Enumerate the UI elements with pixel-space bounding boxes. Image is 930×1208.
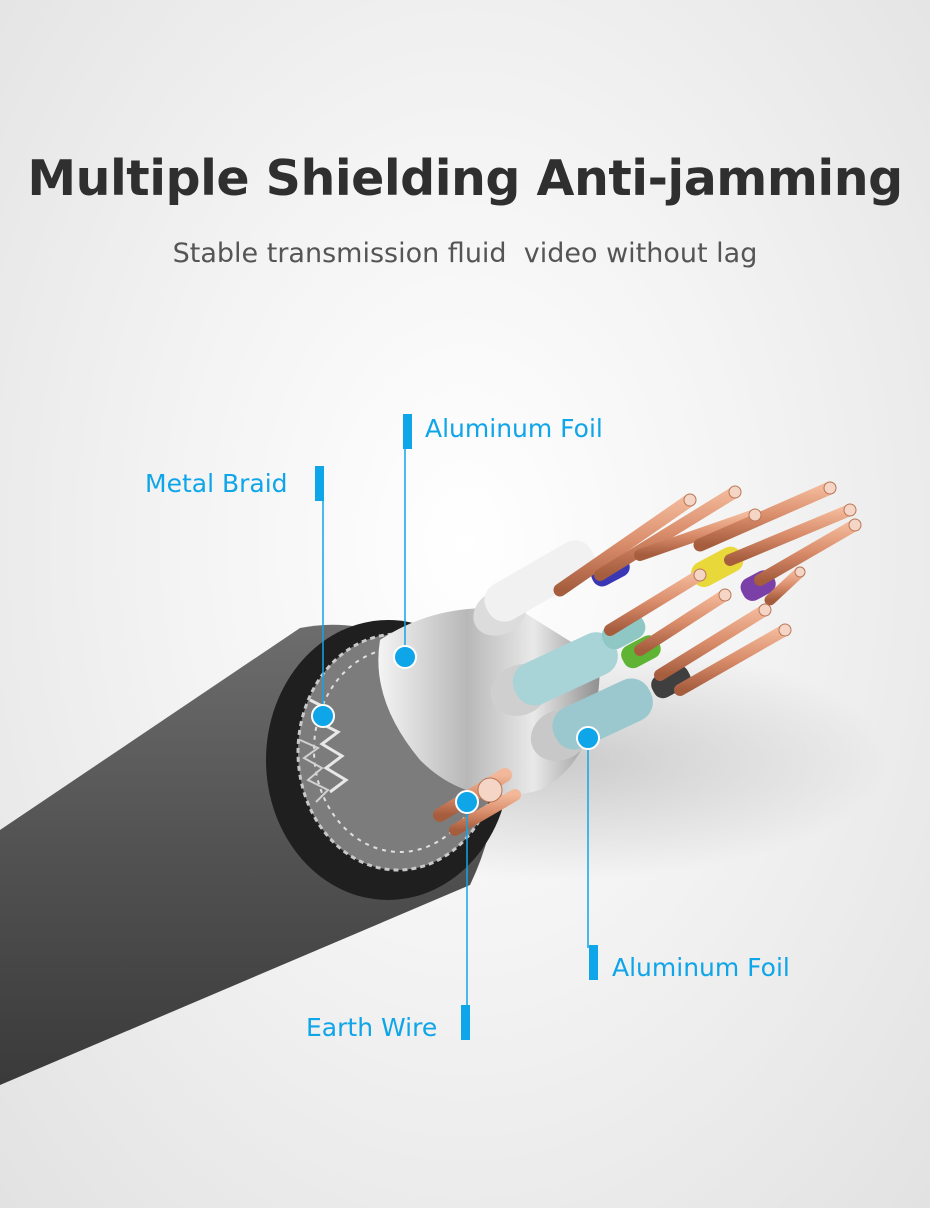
aluminum-foil-top-dot [393,645,417,669]
strand-ends [477,481,862,803]
callout-lines [322,449,589,1006]
label-metal-braid: Metal Braid [145,469,288,498]
earth-wire-dot [455,790,479,814]
callout-dots [311,645,600,814]
metal-braid-dot [311,704,335,728]
page-subtitle: Stable transmission fluid video without … [172,238,758,269]
label-aluminum-foil-bottom: Aluminum Foil [612,953,790,982]
aluminum-foil-bottom-dot [576,726,600,750]
label-aluminum-foil-top: Aluminum Foil [425,414,603,443]
page-title: Multiple Shielding Anti-jamming [27,150,903,207]
callout-markers [315,414,598,1040]
label-earth-wire: Earth Wire [306,1013,438,1042]
